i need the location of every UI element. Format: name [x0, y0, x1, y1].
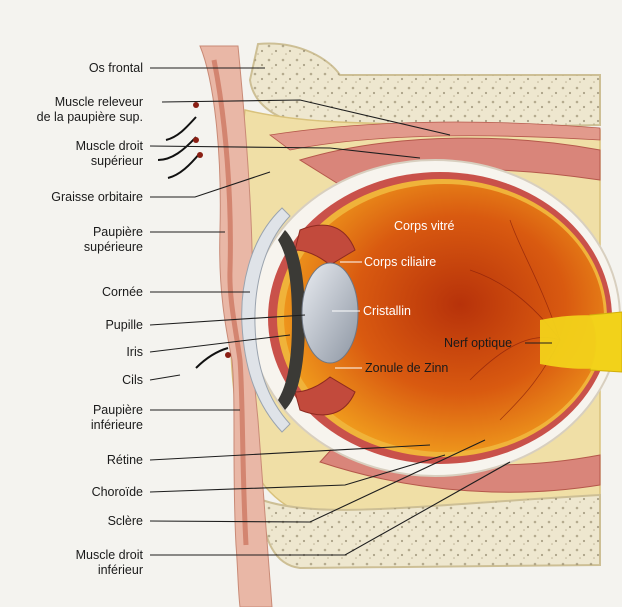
label-iris: Iris: [126, 345, 143, 359]
label-graisse-orbitaire: Graisse orbitaire: [51, 190, 143, 204]
label-muscle-droit-inf-2: inférieur: [98, 563, 143, 577]
label-choroide: Choroïde: [92, 485, 143, 499]
label-muscle-droit-inf-1: Muscle droit: [76, 548, 144, 562]
label-paupiere-inf-1: Paupière: [93, 403, 143, 417]
label-cornee: Cornée: [102, 285, 143, 299]
label-muscle-releveur-1: Muscle releveur: [55, 95, 143, 109]
label-corps-vitre: Corps vitré: [394, 219, 454, 233]
label-zonule: Zonule de Zinn: [365, 361, 448, 375]
label-muscle-releveur-2: de la paupière sup.: [37, 110, 143, 124]
label-paupiere-sup-2: supérieure: [84, 240, 143, 254]
label-cristallin: Cristallin: [363, 304, 411, 318]
label-paupiere-inf-2: inférieure: [91, 418, 143, 432]
label-os-frontal: Os frontal: [89, 61, 143, 75]
label-nerf-optique: Nerf optique: [444, 336, 512, 350]
label-muscle-droit-sup-1: Muscle droit: [76, 139, 144, 153]
label-retine: Rétine: [107, 453, 143, 467]
label-pupille: Pupille: [105, 318, 143, 332]
label-sclere: Sclère: [108, 514, 143, 528]
label-muscle-droit-sup-2: supérieur: [91, 154, 143, 168]
label-corps-ciliaire: Corps ciliaire: [364, 255, 436, 269]
lens: [302, 263, 358, 363]
label-paupiere-sup-1: Paupière: [93, 225, 143, 239]
label-cils: Cils: [122, 373, 143, 387]
